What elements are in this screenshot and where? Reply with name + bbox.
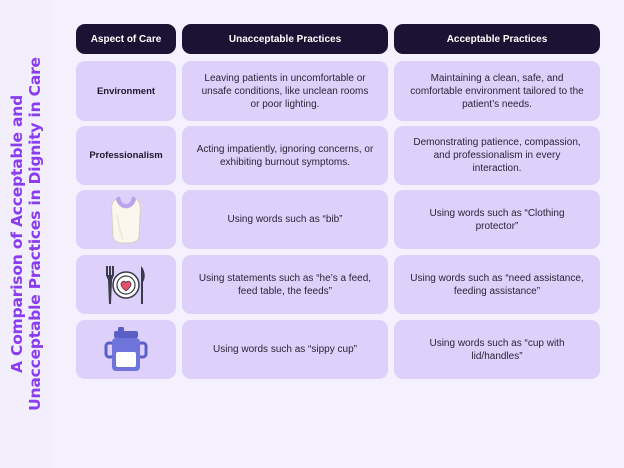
bib-icon xyxy=(111,196,141,244)
row-2-aspect: Professionalism xyxy=(76,126,176,185)
title-line-2: Unacceptable Practices in Dignity in Car… xyxy=(26,57,44,411)
row-4-aspect xyxy=(76,255,176,314)
row-1-acceptable: Maintaining a clean, safe, and comfortab… xyxy=(394,61,600,121)
row-4-unacceptable: Using statements such as “he’s a feed, f… xyxy=(182,255,388,314)
page-title: A Comparison of Acceptable and Unaccepta… xyxy=(8,24,44,444)
row-3-unacceptable: Using words such as “bib” xyxy=(182,190,388,249)
header-unacceptable: Unacceptable Practices xyxy=(182,24,388,54)
row-3-acceptable: Using words such as “Clothing protector” xyxy=(394,190,600,249)
row-4-acceptable: Using words such as “need assistance, fe… xyxy=(394,255,600,314)
header-acceptable: Acceptable Practices xyxy=(394,24,600,54)
header-aspect: Aspect of Care xyxy=(76,24,176,54)
row-5-acceptable: Using words such as “cup with lid/handle… xyxy=(394,320,600,379)
title-line-1: A Comparison of Acceptable and xyxy=(8,95,26,373)
plate-with-heart-icon xyxy=(106,265,145,304)
row-2-unacceptable: Acting impatiently, ignoring concerns, o… xyxy=(182,126,388,185)
sippy-cup-icon xyxy=(104,326,148,371)
row-1-unacceptable: Leaving patients in uncomfortable or uns… xyxy=(182,61,388,121)
row-3-aspect xyxy=(76,190,176,249)
row-2-acceptable: Demonstrating patience, compassion, and … xyxy=(394,126,600,185)
row-5-unacceptable: Using words such as “sippy cup” xyxy=(182,320,388,379)
row-1-aspect: Environment xyxy=(76,61,176,121)
row-5-aspect xyxy=(76,320,176,379)
left-title-strip: A Comparison of Acceptable and Unaccepta… xyxy=(0,0,52,468)
